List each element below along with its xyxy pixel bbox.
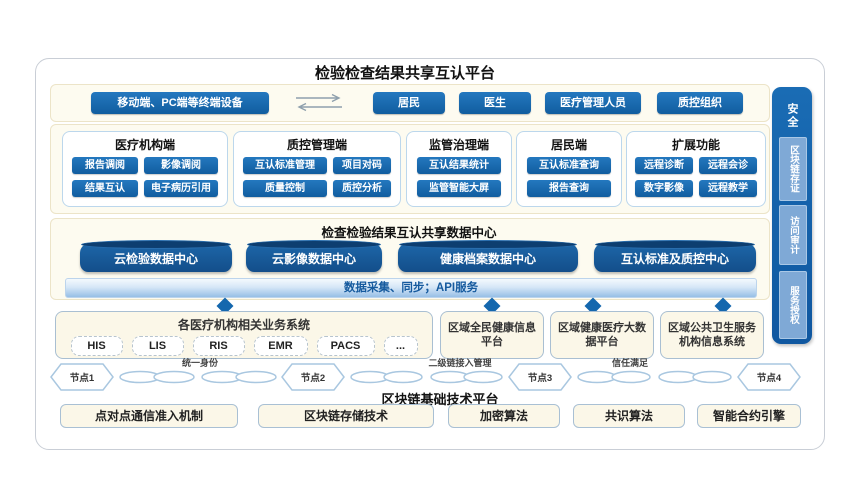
security-item-blockchain-evidence: 区块链存证 <box>779 137 807 201</box>
panel-title: 扩展功能 <box>671 138 720 152</box>
user-role-medical-admin: 医疗管理人员 <box>545 92 641 114</box>
hospital-business-systems-box: 各医疗机构相关业务系统 HIS LIS RIS EMR PACS ... <box>55 311 433 359</box>
main-title: 检验检查结果共享互认平台 <box>314 65 495 82</box>
subsystem-row: HIS LIS RIS EMR PACS ... <box>56 336 432 356</box>
panel-title: 监管治理端 <box>428 138 489 152</box>
security-sidebar-title: 安全 <box>786 103 798 129</box>
hexagon-icon <box>737 363 801 391</box>
user-role-qc-org: 质控组织 <box>657 92 743 114</box>
feature-button: 报告调阅 <box>72 157 138 174</box>
subsystem-more: ... <box>383 336 418 356</box>
hexagon-icon <box>281 363 345 391</box>
subsystem-lis: LIS <box>131 336 184 356</box>
blockchain-node-1: 节点1 <box>50 363 114 391</box>
node-label: 节点2 <box>300 373 326 384</box>
blockchain-node-3: 节点3 <box>508 363 572 391</box>
node-label: 节点1 <box>69 373 95 384</box>
security-item-service-authorization: 服务授权 <box>779 271 807 339</box>
user-role-doctor: 医生 <box>459 92 531 114</box>
chain-label-identity: 统一身份 <box>181 358 218 368</box>
feature-button: 质控分析 <box>333 180 391 197</box>
component-storage: 区块链存储技术 <box>258 404 434 428</box>
cylinder-label: 云影像数据中心 <box>271 252 356 266</box>
cylinder-standard-qc-center: 互认标准及质控中心 <box>594 240 756 272</box>
chain-link-icon <box>577 370 732 384</box>
feature-button: 远程教学 <box>699 180 757 197</box>
panel-title: 居民端 <box>550 138 587 152</box>
node-label: 节点3 <box>527 373 553 384</box>
subsystem-emr: EMR <box>253 336 308 356</box>
cylinder-label: 互认标准及质控中心 <box>620 252 729 266</box>
feature-button: 结果互认 <box>72 180 138 197</box>
security-item-access-audit: 访问审计 <box>779 205 807 265</box>
feature-button: 质量控制 <box>243 180 327 197</box>
panel-medical-institution: 医疗机构端 报告调阅 影像调阅 结果互认 电子病历引用 <box>62 131 228 207</box>
feature-button: 互认标准管理 <box>243 157 327 174</box>
component-smart-contract: 智能合约引擎 <box>697 404 801 428</box>
panel-title: 质控管理端 <box>286 138 347 152</box>
panel-resident: 居民端 互认标准查询 报告查询 <box>516 131 622 207</box>
component-p2p-access: 点对点通信准入机制 <box>60 404 238 428</box>
feature-button: 监管智能大屏 <box>417 180 501 197</box>
feature-button: 电子病历引用 <box>144 180 218 197</box>
feature-button: 影像调阅 <box>144 157 218 174</box>
subsystem-his: HIS <box>70 336 123 356</box>
panel-supervision: 监管治理端 互认结果统计 监管智能大屏 <box>406 131 512 207</box>
panel-extended-functions: 扩展功能 远程诊断 远程会诊 数字影像 远程教学 <box>626 131 766 207</box>
component-consensus: 共识算法 <box>573 404 685 428</box>
chain-link-icon <box>119 370 277 384</box>
feature-button: 远程诊断 <box>635 157 693 174</box>
terminal-band: 移动端、PC端等终端设备 居民 医生 医疗管理人员 质控组织 <box>50 84 770 122</box>
panel-qc-management: 质控管理端 互认标准管理 项目对码 质量控制 质控分析 <box>233 131 401 207</box>
subsystem-ris: RIS <box>192 336 245 356</box>
regional-health-info-platform-box: 区域全民健康信息平台 <box>440 311 544 359</box>
component-encryption: 加密算法 <box>448 404 560 428</box>
panel-title: 医疗机构端 <box>114 138 175 152</box>
chain-label-secondary-chain: 二级链接入管理 <box>428 358 492 368</box>
feature-button: 互认结果统计 <box>417 157 501 174</box>
subsystem-pacs: PACS <box>316 336 375 356</box>
regional-bigdata-platform-box: 区域健康医疗大数据平台 <box>550 311 654 359</box>
cylinder-health-record-center: 健康档案数据中心 <box>398 240 578 272</box>
security-sidebar: 安全 区块链存证 访问审计 服务授权 <box>772 87 812 344</box>
feature-button: 远程会诊 <box>699 157 757 174</box>
bidirectional-arrow-icon <box>296 93 342 112</box>
hexagon-icon <box>508 363 572 391</box>
cylinder-label: 云检验数据中心 <box>113 252 198 266</box>
terminal-devices-button: 移动端、PC端等终端设备 <box>91 92 269 114</box>
cylinder-label: 健康档案数据中心 <box>439 252 536 266</box>
blockchain-node-4: 节点4 <box>737 363 801 391</box>
public-health-systems-box: 区域公共卫生服务机构信息系统 <box>660 311 764 359</box>
chain-link-icon <box>350 370 503 384</box>
hexagon-icon <box>50 363 114 391</box>
feature-button: 项目对码 <box>333 157 391 174</box>
blockchain-platform-title: 区块链基础技术平台 <box>381 392 499 407</box>
api-service-banner: 数据采集、同步；API服务 <box>65 278 757 298</box>
feature-button: 互认标准查询 <box>527 157 611 174</box>
feature-button: 数字影像 <box>635 180 693 197</box>
cylinder-imaging-data-center: 云影像数据中心 <box>246 240 382 272</box>
feature-button: 报告查询 <box>527 180 611 197</box>
blockchain-node-2: 节点2 <box>281 363 345 391</box>
user-role-resident: 居民 <box>373 92 445 114</box>
data-center-title: 检查检验结果互认共享数据中心 <box>321 226 497 240</box>
chain-label-trust: 信任满足 <box>611 358 648 368</box>
business-systems-title: 各医疗机构相关业务系统 <box>177 318 310 332</box>
cylinder-lab-data-center: 云检验数据中心 <box>80 240 232 272</box>
node-label: 节点4 <box>756 373 782 384</box>
